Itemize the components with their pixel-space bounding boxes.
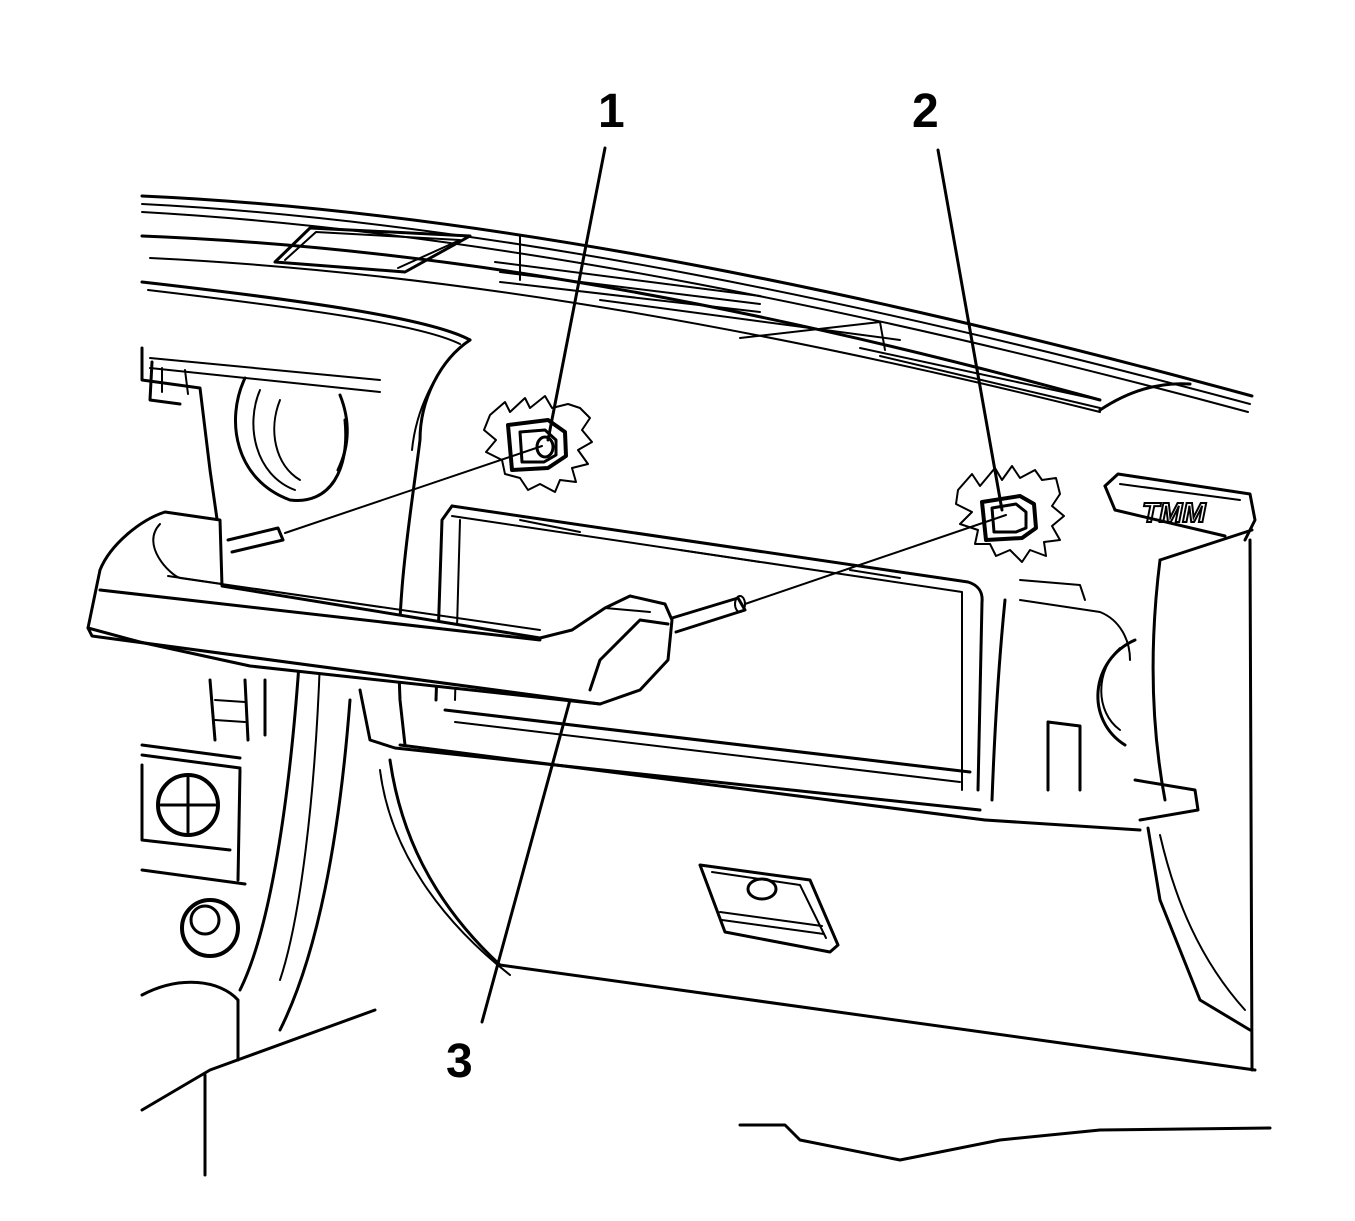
center-stack <box>140 648 377 1177</box>
dash-top-edge <box>140 194 1254 413</box>
right-dash-components: TMM <box>990 472 1257 1072</box>
callout-2: 2 <box>912 85 939 138</box>
left-dash-components <box>140 346 381 542</box>
leader-lines <box>284 146 1007 1024</box>
tmm-badge-text: TMM <box>1142 497 1206 528</box>
trim-panel <box>86 510 747 706</box>
glove-box-door <box>379 758 1257 1072</box>
knob-icon <box>156 773 220 837</box>
defrost-grille <box>273 226 1192 412</box>
fastener-icon <box>180 898 240 958</box>
clip-1-burst-icon <box>483 395 593 493</box>
callout-1: 1 <box>598 85 625 138</box>
clip-2-burst-icon <box>955 465 1065 563</box>
floor-contour <box>738 1123 1272 1162</box>
callout-3: 3 <box>446 1035 473 1088</box>
